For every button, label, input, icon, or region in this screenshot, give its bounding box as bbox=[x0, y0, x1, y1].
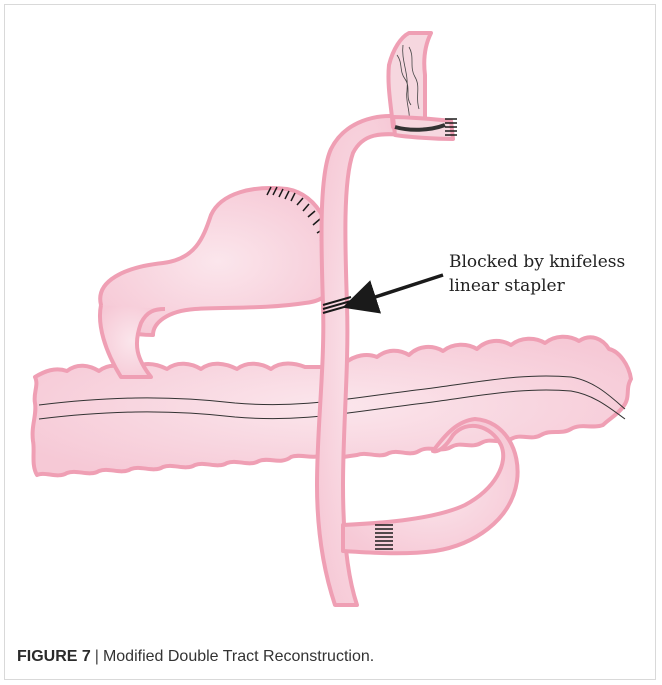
caption-separator: | bbox=[91, 648, 103, 665]
annotation-line-2: linear stapler bbox=[449, 276, 566, 296]
annotation-line-1: Blocked by knifeless bbox=[449, 252, 625, 272]
caption-text: Modified Double Tract Reconstruction. bbox=[103, 648, 374, 665]
reconstruction-diagram: Blocked by knifeless linear stapler bbox=[5, 5, 657, 645]
figure-caption: FIGURE 7|Modified Double Tract Reconstru… bbox=[17, 648, 374, 666]
annotation-arrow bbox=[369, 275, 443, 299]
figure-label: FIGURE 7 bbox=[17, 648, 91, 665]
gastric-remnant bbox=[100, 187, 335, 377]
figure-panel: Blocked by knifeless linear stapler FIGU… bbox=[4, 4, 656, 680]
